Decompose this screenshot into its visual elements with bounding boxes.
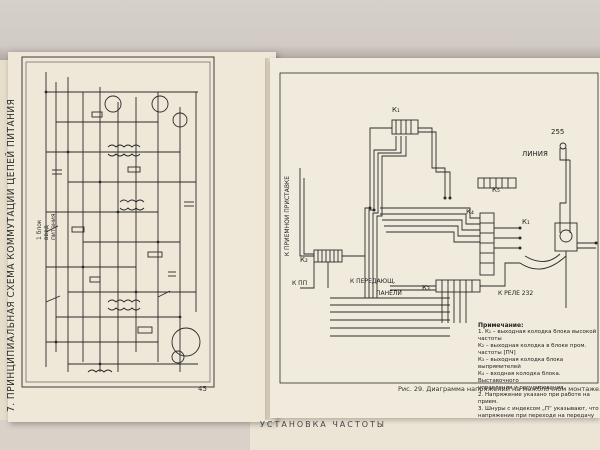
label-k1-top: К₁ <box>392 106 400 114</box>
note-line: 3. Шнуры с индексом „П“ указывают, что <box>478 406 599 412</box>
left-page-number: 45 <box>198 385 207 393</box>
label-panel: ПАНЕЛИ <box>376 290 402 297</box>
label-k5: К₅ <box>492 186 500 194</box>
label-k2: К₂ <box>300 256 308 264</box>
label-k1-right: К₁ <box>522 218 530 226</box>
note-line: управления и регулирования. <box>478 385 566 391</box>
note-line: напряжение при переходе на передачу <box>478 413 595 419</box>
label-rele: К РЕЛЕ 232 <box>498 290 534 297</box>
label-k4: К₄ <box>466 208 474 216</box>
diagram-note: Примечание: 1. К₁ – выходная колодка бло… <box>478 322 600 420</box>
bottom-page-heading: УСТАНОВКА ЧАСТОТЫ <box>260 420 386 429</box>
label-255: 255 <box>551 128 565 136</box>
label-to-transmitter: К ПЕРЕДАЮЩ. <box>350 278 396 285</box>
note-line: К₄ – входная колодка блока. Выставочного <box>478 371 561 384</box>
label-receiver: К ПРИЕМНОЙ ПРИСТАВКЕ <box>284 176 291 257</box>
note-line: 1. К₁ – выходная колодка блока высокой ч… <box>478 329 597 342</box>
left-page: 7. ПРИНЦИПИАЛЬНАЯ СХЕМА КОММУТАЦИИ ЦЕПЕЙ… <box>6 52 276 422</box>
power-circuit-schematic <box>21 56 215 388</box>
wiring-diagram <box>279 72 599 384</box>
label-line: ЛИНИЯ <box>522 150 548 158</box>
note-line: 2. Напряжение указано при работе на прие… <box>478 392 590 405</box>
label-k3: К₃ <box>422 284 430 292</box>
figure-caption: Рис. 29. Диаграмма напряжений на межблоч… <box>398 385 600 393</box>
note-title: Примечание: <box>478 322 524 329</box>
label-k-pp: К ПП <box>292 280 308 287</box>
right-page: К₁ 255 ЛИНИЯ К₁ К₅ К₄ К₂ К₃ К ПРИЕМНОЙ П… <box>270 58 600 418</box>
note-line: К₂ – выходная колодка в блоке пром. част… <box>478 343 587 356</box>
note-line: К₃ – выходная колодка блока выпрямителей <box>478 357 564 370</box>
